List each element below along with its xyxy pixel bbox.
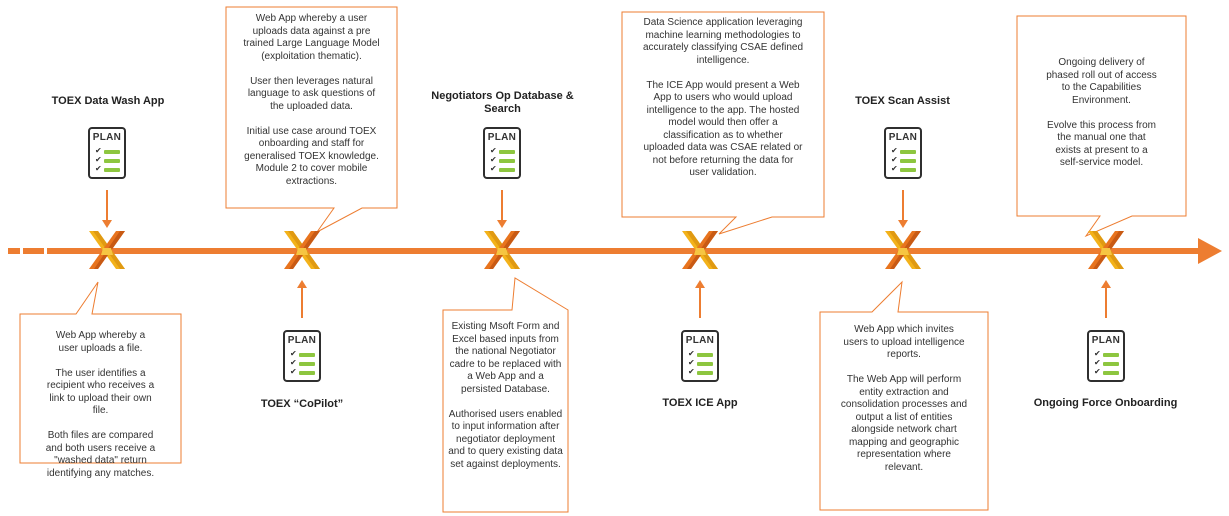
milestone-description: Web App whereby a user uploads a file. T… bbox=[45, 330, 156, 479]
milestone-title: Ongoing Force Onboarding bbox=[1033, 397, 1178, 409]
plan-icon-label: PLAN bbox=[1091, 335, 1121, 346]
plan-icon: PLAN ✔ ✔ ✔ bbox=[88, 127, 126, 179]
milestone-title: TOEX ICE App bbox=[662, 397, 738, 409]
milestone-description: Web App whereby a user uploads data agai… bbox=[243, 13, 380, 187]
milestone-description: Data Science application leveraging mach… bbox=[642, 17, 804, 178]
milestone-description: Ongoing delivery of phased roll out of a… bbox=[1046, 57, 1157, 168]
plan-icon-label: PLAN bbox=[685, 335, 715, 346]
plan-icon: PLAN ✔ ✔ ✔ bbox=[283, 330, 321, 382]
milestone-description: Existing Msoft Form and Excel based inpu… bbox=[448, 321, 563, 470]
plan-icon-label: PLAN bbox=[287, 335, 317, 346]
callout-bubbles bbox=[19, 6, 1187, 513]
plan-icon: PLAN ✔ ✔ ✔ bbox=[1087, 330, 1125, 382]
milestone-title: TOEX Data Wash App bbox=[51, 95, 165, 107]
plan-icon-label: PLAN bbox=[92, 132, 122, 143]
plan-icon-label: PLAN bbox=[888, 132, 918, 143]
milestone-description: Web App which invites users to upload in… bbox=[840, 324, 968, 473]
timeline-axis bbox=[8, 238, 1222, 264]
plan-icon: PLAN ✔ ✔ ✔ bbox=[681, 330, 719, 382]
plan-icon-label: PLAN bbox=[487, 132, 517, 143]
plan-icon: PLAN ✔ ✔ ✔ bbox=[483, 127, 521, 179]
milestone-title: TOEX Scan Assist bbox=[855, 95, 950, 107]
milestone-title: Negotiators Op Database & Search bbox=[431, 90, 574, 115]
milestone-title: TOEX “CoPilot” bbox=[260, 398, 344, 410]
plan-icon: PLAN ✔ ✔ ✔ bbox=[884, 127, 922, 179]
timeline-arrowhead bbox=[1198, 238, 1222, 264]
connector-arrows bbox=[102, 190, 1111, 318]
